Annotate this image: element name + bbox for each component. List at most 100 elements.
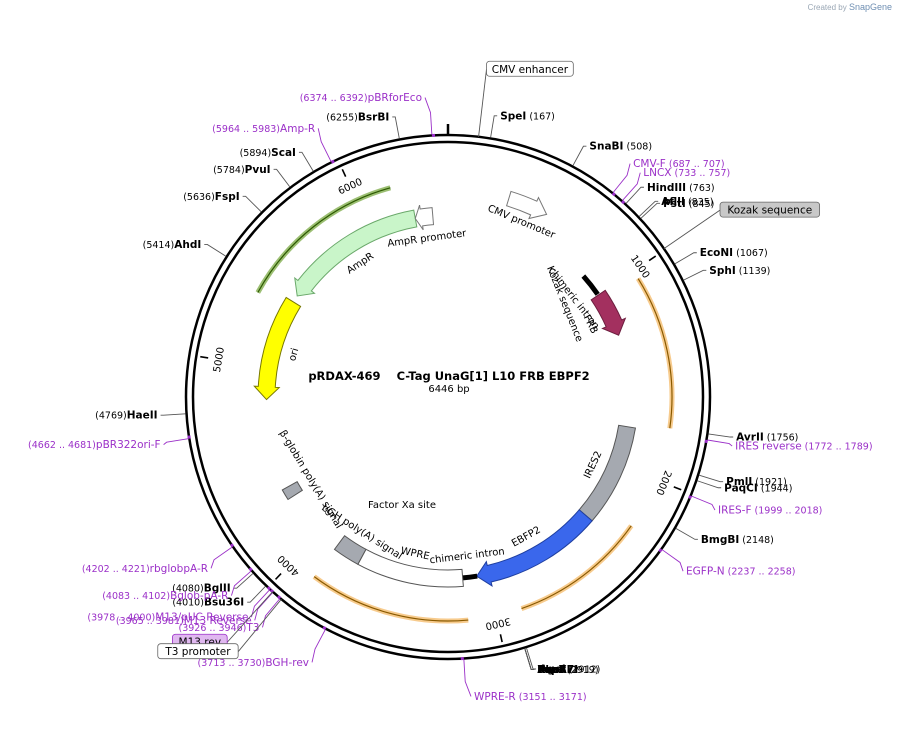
primer-wpre-r: WPRE-R (3151 .. 3171) [474,691,587,703]
enzyme-psti-position: (845) [686,199,715,210]
enzyme-avrii-position: (1756) [764,433,799,444]
primer-amp-r-leader [317,128,332,162]
enzyme-spei-position: (167) [526,111,555,122]
tick-mark-1000 [648,255,657,262]
primer-pbrforeco-position: (6374 .. 6392) [300,93,368,104]
enzyme-snabi: SnaBI (508) [589,141,652,153]
feature-label-frb: FRB [581,313,600,336]
tick-label-5000: 5000 [212,346,227,373]
primer-amp-r: (5964 .. 5983)Amp-R [212,123,315,135]
tick-mark-3000 [499,634,503,643]
boxed-label-box-t3-promoter [157,643,239,660]
primer-lncx-name: LNCX [643,167,671,179]
backbone-ring [184,124,712,661]
credit-prefix: Created by [807,3,847,12]
enzyme-fspi-position: (5636) [183,192,215,203]
enzyme-avai-name: AvaI [537,664,563,676]
feature-label-wpre: WPRE [400,546,431,563]
tick-label-2000: 2000 [653,469,673,497]
primer-m13-reverse-leader [254,592,273,621]
orf-line-lac-outer-3 [313,576,469,622]
tick-label-6000: 6000 [337,177,365,198]
primer-ires-f-leader [691,495,716,511]
primer-wpre-r-name: WPRE-R [474,691,516,703]
enzyme-fspi-name: FspI [215,191,240,203]
primer-cmv-f-name: CMV-F [633,158,666,170]
enzyme-agei: AgeI (2912) [539,664,600,676]
enzyme-bsobi-name: BsoBI [537,664,570,676]
primer-pbr322ori-f-name: pBR322ori-F [96,439,161,451]
enzyme-agei-position: (2912) [566,665,601,676]
enzyme-aflii-position: (835) [685,197,714,208]
primer-t3: (3926 .. 3946)T3 [179,622,260,634]
enzyme-econi-name: EcoNI [700,247,733,259]
primer-rbglobpa-r-position: (4202 .. 4221) [82,564,150,575]
plasmid-length: 6446 bp [428,384,469,395]
primer-t3-leader [262,598,280,628]
primer-bgh-rev-name: BGH-rev [265,657,309,669]
enzyme-bsu36i: (4010)Bsu36I [172,597,244,609]
primer-bglob-pa-r-leader [231,570,252,596]
enzyme-avrii: AvrII (1756) [736,432,798,444]
tick-mark-5000 [200,355,209,359]
enzyme-haeii-leader [160,413,186,416]
feature-label-ires2: IRES2 [582,450,604,481]
primer-m13-reverse-position: (3965 .. 3981) [116,616,184,627]
enzyme-hindiii: HindIII (763) [647,182,715,194]
enzyme-econi-leader [674,252,697,265]
enzyme-xhoi-name: XhoI [537,664,564,676]
primer-mark-bglob-pa-r [248,567,253,572]
feature-ori [253,296,302,401]
enzyme-fspi-leader [242,195,262,213]
primer-mark-ires-f [688,495,693,500]
enzyme-paqci-position: (1944) [758,483,793,494]
enzyme-paqci-name: PaqCI [724,482,758,494]
primer-ires-reverse: IRES reverse (1772 .. 1789) [735,441,872,453]
enzyme-econi: EcoNI (1067) [700,247,768,259]
primer-mark-egfp-n [658,548,663,553]
enzyme-sphi-leader [683,269,707,281]
primer-t3-name: T3 [245,622,259,634]
enzyme-bmgbi-name: BmgBI [701,534,739,546]
enzyme-paer7i: PaeR7I [537,664,578,676]
snapgene-logo: SnapGene [848,2,892,12]
enzyme-psti-leader [640,202,661,219]
boxed-label-cmv-enhancer: CMV enhancer [492,64,569,76]
enzyme-scai: (5894)ScaI [240,147,296,159]
orf-lac-outer-2 [520,524,634,611]
primer-pbrforeco-leader [424,97,433,135]
enzyme-bglii-position: (4080) [172,584,204,595]
enzyme-aflii: AflII (835) [661,196,713,208]
primer-mark-bgh-rev [322,625,327,631]
primer-pbr322ori-f: (4662 .. 4681)pBR322ori-F [28,439,161,451]
enzyme-pvui: (5784)PvuI [213,164,271,176]
primer-ires-reverse-position: (1772 .. 1789) [802,442,873,453]
primer-lncx: LNCX (733 .. 757) [643,167,730,179]
primer-m13-puc-reverse-leader [250,589,270,618]
enzyme-bsrbi: (6255)BsrBI [326,111,389,123]
enzyme-paer7i-name: PaeR7I [537,664,578,676]
enzyme-bsrbi-leader [392,116,400,139]
enzyme-bglii-name: BglII [204,583,231,595]
enzyme-sphi-position: (1139) [736,266,771,277]
tick-label-3000: 3000 [484,615,511,631]
enzyme-paqci-leader [697,480,722,489]
enzyme-pspxi-name: PspXI [537,664,570,676]
primer-m13-puc-reverse-name: M13/pUC Reverse [155,612,248,624]
primer-ires-f-position: (1999 .. 2018) [752,506,823,517]
feature-chimeric-intron-1 [581,274,600,296]
enzyme-sphi-name: SphI [709,265,735,277]
tick-mark-2000 [673,486,682,491]
primer-pbr322ori-f-position: (4662 .. 4681) [28,440,96,451]
primer-egfp-n: EGFP-N (2237 .. 2258) [686,566,795,578]
primer-t3-position: (3926 .. 3946) [179,623,247,634]
primer-rbglobpa-r: (4202 .. 4221)rbglobpA-R [82,563,208,575]
boxed-label-leader-kozak-sequence [663,209,721,250]
primer-mark-m13-puc-reverse [266,586,272,591]
enzyme-bsu36i-position: (4010) [172,598,204,609]
primer-wpre-r-leader [463,659,472,697]
feature-label-ori: ori [287,347,301,362]
feature-beta-globin-polya [281,480,304,501]
